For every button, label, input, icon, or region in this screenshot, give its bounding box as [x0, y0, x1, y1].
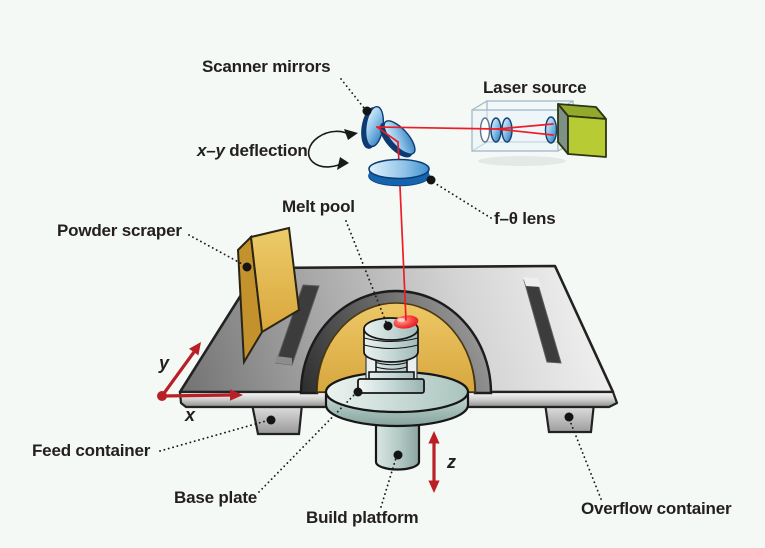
x-axis-arrow	[161, 393, 232, 398]
label-z-axis: z	[447, 452, 456, 472]
label-base-plate: Base plate	[174, 488, 258, 507]
laser-lens-1	[479, 117, 491, 143]
slot-left-endcap	[276, 356, 292, 365]
label-y-axis: y	[159, 353, 169, 373]
label-overflow-container: Overflow container	[581, 499, 732, 518]
z-axis-arrowhead-down	[428, 480, 440, 493]
dot-scanner-mirrors	[362, 106, 372, 116]
feed-container-box	[250, 402, 304, 436]
axis-origin-dot	[157, 391, 167, 401]
rotation-arrow	[307, 129, 358, 170]
rotation-arrow-head-bottom	[337, 157, 349, 170]
dot-overflow-container	[564, 412, 574, 422]
dot-melt-pool	[383, 321, 393, 331]
leader-lines	[159, 78, 602, 508]
slot-right	[523, 277, 562, 364]
laser-source-unit	[471, 100, 607, 166]
label-xy-deflection-axes: x–y	[197, 141, 225, 160]
leader-f-theta-lens	[432, 181, 492, 219]
scanner-mirror-2	[383, 120, 416, 155]
rotation-arrow-arc	[307, 130, 352, 168]
f-theta-lens-disc	[368, 158, 430, 187]
y-axis-arrow	[160, 351, 196, 397]
melt-pool-highlight	[397, 318, 405, 322]
leader-powder-scraper	[188, 234, 245, 266]
label-laser-source: Laser source	[483, 78, 587, 97]
rotation-arrow-head-top	[344, 129, 358, 140]
label-x-axis: x	[185, 405, 195, 425]
laser-beam-internal-lower	[496, 128, 554, 136]
label-xy-deflection-word: deflection	[224, 141, 308, 160]
dot-f-theta-lens	[426, 175, 436, 185]
build-platform-cylinder	[374, 414, 421, 471]
label-scanner-mirrors: Scanner mirrors	[202, 57, 331, 76]
leader-dots	[242, 106, 574, 460]
laser-beam-horizontal	[376, 126, 498, 130]
leader-base-plate	[258, 393, 356, 493]
part-stack-ribs	[363, 337, 419, 350]
label-f-theta-lens: f–θ lens	[494, 209, 556, 228]
part-flange-lower	[357, 378, 425, 394]
build-cylinder-assembly	[299, 289, 493, 471]
label-xy-deflection: x–y deflection	[197, 141, 308, 160]
x-axis-arrowhead	[230, 389, 243, 401]
y-axis-arrowhead	[189, 342, 201, 356]
label-feed-container: Feed container	[32, 441, 151, 460]
laser-cube	[557, 103, 607, 158]
laser-output-lens	[544, 116, 558, 144]
f-theta-lens-top	[368, 158, 430, 180]
laser-beam-internal-upper	[496, 123, 554, 130]
laser-beam-mirror-bounce	[376, 126, 399, 143]
z-axis-arrowhead-up	[428, 431, 440, 444]
leader-melt-pool	[345, 220, 387, 323]
leader-feed-container	[159, 420, 267, 452]
coordinate-axes	[157, 342, 440, 493]
laser-source-shadow	[478, 156, 566, 166]
dot-base-plate	[353, 387, 363, 397]
leader-build-platform	[380, 457, 397, 508]
dot-feed-container	[266, 415, 276, 425]
leader-overflow-container	[569, 420, 602, 500]
slot-right-highlight	[523, 277, 541, 287]
dot-powder-scraper	[242, 262, 252, 272]
dot-build-platform	[393, 450, 403, 460]
slot-left	[275, 284, 320, 366]
laser-cube-front	[567, 115, 607, 158]
powder-scraper-front	[249, 226, 301, 334]
laser-housing-edge	[471, 100, 488, 111]
label-powder-scraper: Powder scraper	[57, 221, 182, 240]
leader-scanner-mirrors	[340, 78, 365, 109]
label-build-platform: Build platform	[306, 508, 419, 527]
build-part	[357, 315, 425, 394]
label-melt-pool: Melt pool	[282, 197, 355, 216]
